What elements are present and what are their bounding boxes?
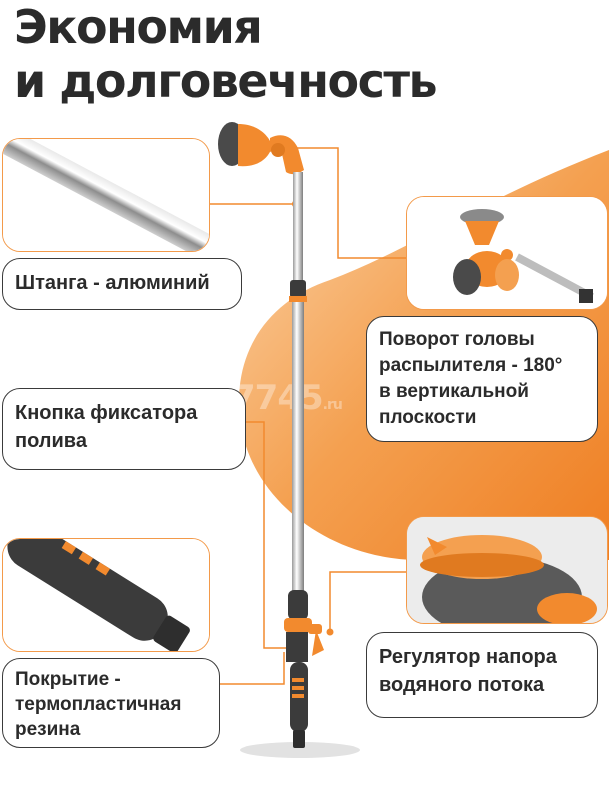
feature-coating-line-3: резина <box>15 719 81 740</box>
watermark-main: 7745 <box>232 378 324 418</box>
feature-label-rotation: Поворот головы распылителя - 180° в верт… <box>366 316 598 442</box>
rotating-head-image <box>407 197 607 309</box>
feature-label-regulator: Регулятор напора водяного потока <box>366 632 598 718</box>
regulator-closeup-image <box>407 517 607 623</box>
feature-rod-line: Штанга - алюминий <box>15 272 210 294</box>
rotating-head-photo <box>406 196 608 310</box>
feature-label-rod: Штанга - алюминий <box>2 258 242 310</box>
feature-label-coating: Покрытие - термопластичная резина <box>2 658 220 748</box>
feature-lock-line-1: Кнопка фиксатора <box>15 402 198 424</box>
handle-closeup-photo <box>2 538 210 652</box>
feature-regulator-line-2: водяного потока <box>379 674 545 696</box>
watermark: 7745.ru <box>232 378 343 418</box>
feature-lock-line-2: полива <box>15 430 87 452</box>
feature-rotation-line-2: распылителя - 180° <box>379 355 563 376</box>
regulator-closeup-photo <box>406 516 608 624</box>
feature-rotation-line-3: в вертикальной <box>379 381 529 402</box>
feature-rotation-line-1: Поворот головы <box>379 329 535 350</box>
rod-closeup-photo <box>2 138 210 252</box>
headline-line-2: и долговечность <box>14 54 438 108</box>
feature-label-lock-button: Кнопка фиксатора полива <box>2 388 246 470</box>
watermark-suffix: .ru <box>322 397 343 413</box>
feature-regulator-line-1: Регулятор напора <box>379 646 557 668</box>
watering-wand <box>218 122 360 758</box>
feature-coating-line-2: термопластичная <box>15 694 182 715</box>
headline-line-1: Экономия <box>14 0 263 54</box>
headline: Экономия и долговечность <box>14 0 438 108</box>
rod-closeup-image <box>3 139 209 251</box>
handle-closeup-image <box>3 539 209 651</box>
feature-rotation-line-4: плоскости <box>379 407 477 428</box>
feature-coating-line-1: Покрытие - <box>15 669 121 690</box>
